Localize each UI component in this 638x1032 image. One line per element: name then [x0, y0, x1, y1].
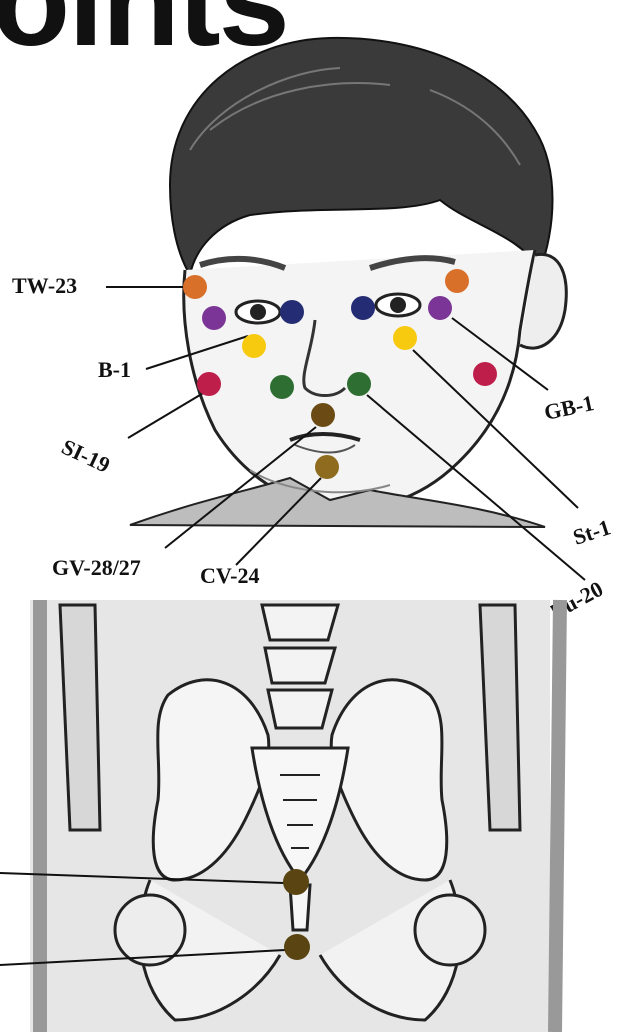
point-gb1-right [428, 296, 452, 320]
point-st1-right [393, 326, 417, 350]
point-sacral-upper [283, 869, 309, 895]
label-gb1: GB-1 [542, 390, 596, 425]
label-b1: B-1 [98, 357, 131, 382]
pelvis-sketch [30, 600, 560, 1032]
point-lu20-right [347, 372, 371, 396]
point-b1-right [351, 296, 375, 320]
label-st1: St-1 [570, 514, 614, 549]
label-si19: SI-19 [58, 434, 114, 478]
point-si19-right [473, 362, 497, 386]
label-gv2827: GV-28/27 [52, 555, 141, 580]
point-b1-left [280, 300, 304, 324]
point-si19-left [197, 372, 221, 396]
label-cv24: CV-24 [200, 563, 259, 588]
label-tw23: TW-23 [12, 273, 77, 298]
point-cv24 [315, 455, 339, 479]
point-sacral-lower [284, 934, 310, 960]
point-gb1-left [202, 306, 226, 330]
point-lu20-left [270, 375, 294, 399]
point-gv2827 [311, 403, 335, 427]
point-tw23-right [445, 269, 469, 293]
point-tw23-left [183, 275, 207, 299]
point-st1-left [242, 334, 266, 358]
